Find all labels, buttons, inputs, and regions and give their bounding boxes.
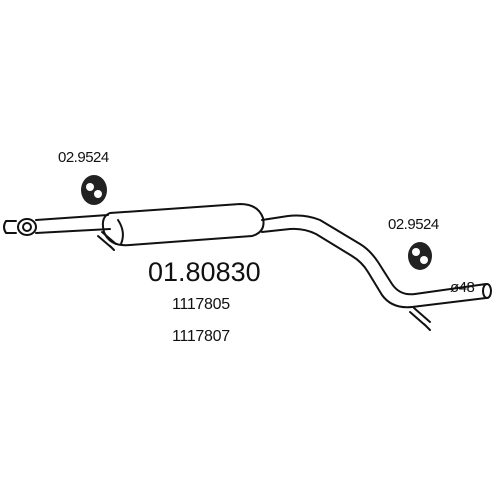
middle-muffler (101, 203, 265, 247)
inlet-flange (3, 218, 37, 236)
inlet-pipe (35, 214, 111, 234)
outlet-diameter-label: ø48 (450, 279, 475, 296)
middle-pipe (261, 214, 487, 309)
bracket-left (97, 231, 117, 251)
outlet-end (482, 283, 492, 299)
hanger-part-label-right: 02.9524 (388, 216, 439, 233)
oe-number-1: 1117805 (172, 296, 230, 313)
hanger-part-label-left: 02.9524 (58, 149, 109, 166)
part-number: 01.80830 (148, 257, 261, 287)
oe-number-2: 1117807 (172, 328, 230, 345)
rubber-hanger-right (408, 242, 432, 270)
rubber-hanger-left (81, 175, 107, 205)
bracket-right (409, 307, 431, 331)
